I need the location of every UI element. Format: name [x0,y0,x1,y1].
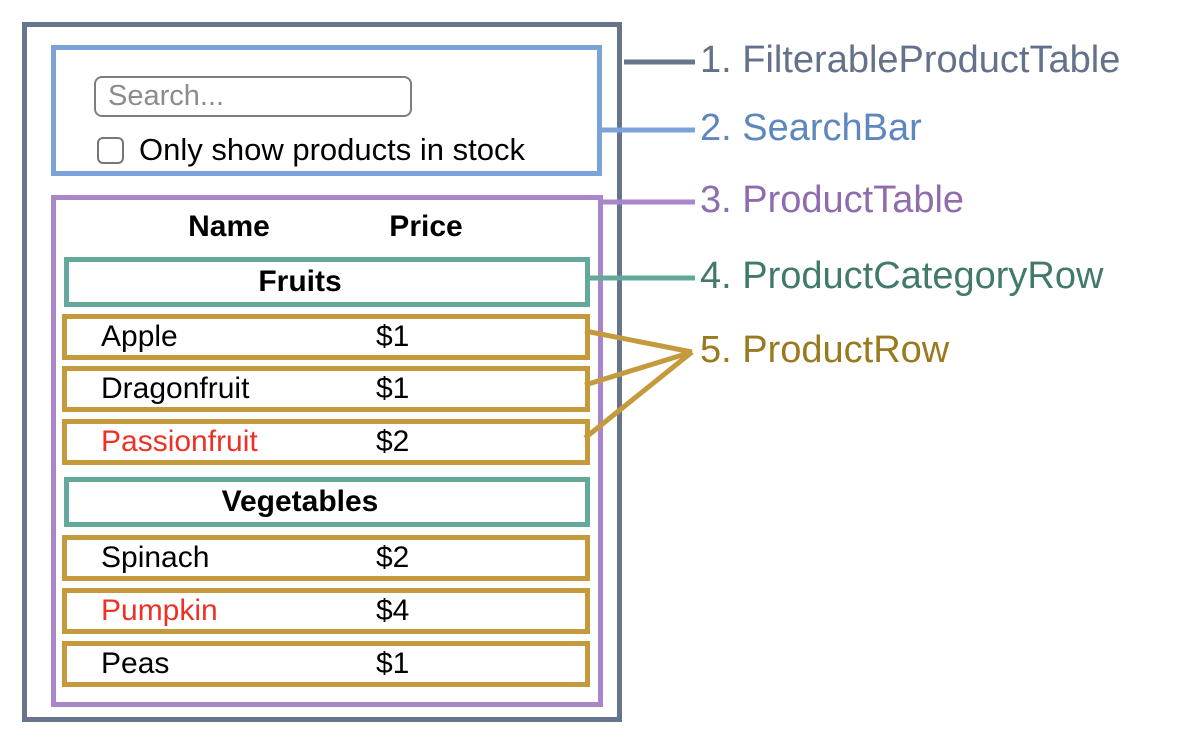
product-name: Spinach [101,541,210,574]
product-name: Apple [101,320,178,353]
product-price: $1 [376,647,410,680]
in-stock-checkbox[interactable] [97,136,124,164]
product-price: $2 [376,541,410,574]
category-label: Vegetables [221,485,379,518]
category-label: Fruits [258,265,342,298]
product-name: Dragonfruit [101,372,250,405]
search-bar-box: Only show products in stock [51,45,602,176]
price-column-header: Price [389,210,463,243]
product-price: $4 [376,594,410,627]
product-price: $1 [376,372,410,405]
legend-search-bar: 2. SearchBar [700,107,922,149]
product-row-apple: Apple $1 [62,314,590,360]
product-name: Peas [101,647,170,680]
product-row-peas: Peas $1 [62,641,590,687]
product-row-passionfruit: Passionfruit $2 [62,419,590,465]
in-stock-label: Only show products in stock [139,132,525,167]
in-stock-filter-row: Only show products in stock [97,132,525,168]
search-input[interactable] [94,76,412,117]
product-name: Passionfruit [101,425,258,458]
category-row-vegetables: Vegetables [64,477,590,527]
legend-product-row: 5. ProductRow [700,329,950,371]
legend-product-table: 3. ProductTable [700,179,965,221]
product-price: $2 [376,425,410,458]
product-row-spinach: Spinach $2 [62,535,590,581]
product-row-dragonfruit: Dragonfruit $1 [62,366,590,412]
table-header: Name Price [56,210,598,243]
product-row-pumpkin: Pumpkin $4 [62,588,590,634]
legend-filterable-product-table: 1. FilterableProductTable [700,39,1121,81]
name-column-header: Name [188,210,270,243]
product-price: $1 [376,320,410,353]
category-row-fruits: Fruits [64,257,590,307]
filterable-product-table-box: Only show products in stock Name Price F… [22,22,622,722]
legend-product-category-row: 4. ProductCategoryRow [700,255,1104,297]
product-table-box: Name Price Fruits Apple $1 Dragonfruit $… [51,195,603,707]
product-name: Pumpkin [101,594,218,627]
